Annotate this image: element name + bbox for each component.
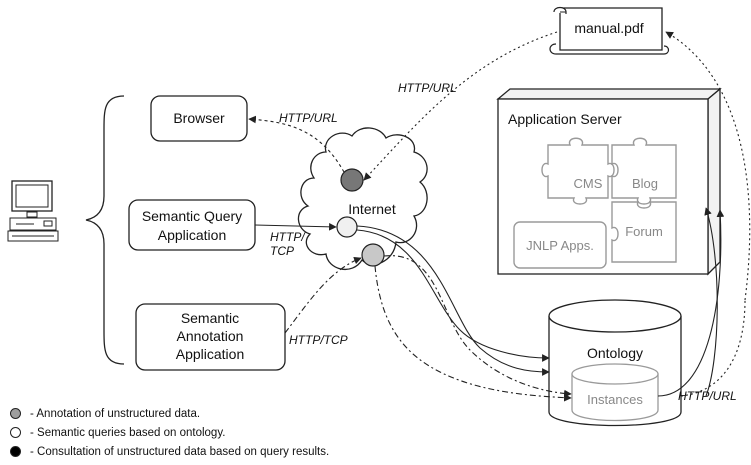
internet-cloud bbox=[297, 127, 428, 271]
internet-label: Internet bbox=[348, 201, 396, 217]
manual-pdf-node bbox=[549, 6, 670, 55]
annotation-dot bbox=[361, 243, 385, 267]
semantic-annotation-label-1: Semantic bbox=[181, 310, 239, 326]
semantic-query-label-1: Semantic Query bbox=[142, 208, 242, 224]
semantic-annotation-label-2: Annotation bbox=[177, 328, 244, 344]
jnlp-label: JNLP Apps. bbox=[526, 238, 594, 253]
connections bbox=[248, 31, 751, 402]
annotation-dot-icon bbox=[10, 408, 21, 419]
semantic-annotation-label-3: Application bbox=[176, 346, 245, 362]
legend-item-query: - Semantic queries based on ontology. bbox=[10, 423, 329, 442]
consultation-dot-icon bbox=[10, 446, 21, 457]
legend-item-consultation: - Consultation of unstructured data base… bbox=[10, 442, 329, 461]
legend-text-query: - Semantic queries based on ontology. bbox=[30, 426, 226, 439]
edge-label-manual: HTTP/URL bbox=[398, 81, 457, 95]
edge-label-ontology: HTTP/URL bbox=[678, 389, 737, 403]
browser-node bbox=[150, 95, 248, 142]
manual-pdf-label: manual.pdf bbox=[574, 20, 643, 36]
instances-node bbox=[571, 363, 659, 422]
ontology-server-connection-2 bbox=[704, 207, 718, 397]
ontology-right-connection bbox=[680, 299, 746, 397]
edge-label-query-1: HTTP/ bbox=[270, 230, 306, 244]
query-ontology-connection bbox=[356, 229, 550, 362]
annotation-ontology-connection bbox=[383, 255, 572, 398]
query-ontology-connection-2 bbox=[356, 225, 550, 376]
ontology-label: Ontology bbox=[587, 345, 643, 361]
legend-text-annotation: - Annotation of unstructured data. bbox=[30, 407, 201, 420]
manual-connection bbox=[363, 31, 558, 181]
legend-item-annotation: - Annotation of unstructured data. bbox=[10, 404, 329, 423]
edge-label-browser: HTTP/URL bbox=[279, 111, 338, 125]
query-dot bbox=[336, 216, 358, 238]
application-server-label: Application Server bbox=[508, 111, 622, 127]
cms-label: CMS bbox=[574, 176, 603, 191]
semantic-query-label-2: Application bbox=[158, 227, 227, 243]
blog-label: Blog bbox=[632, 176, 658, 191]
legend-text-consultation: - Consultation of unstructured data base… bbox=[30, 445, 330, 458]
consultation-dot bbox=[340, 168, 364, 192]
query-connection bbox=[254, 222, 337, 231]
annotation-ontology-connection-2 bbox=[374, 265, 572, 402]
computer-icon bbox=[7, 180, 59, 242]
query-dot-icon bbox=[10, 427, 21, 438]
semantic-annotation-node bbox=[135, 303, 286, 371]
instances-label: Instances bbox=[587, 392, 643, 407]
legend: - Annotation of unstructured data. - Sem… bbox=[10, 404, 329, 461]
browser-label: Browser bbox=[173, 110, 225, 126]
component-puzzle bbox=[513, 137, 677, 269]
edge-label-query-2: TCP bbox=[270, 244, 294, 258]
edge-label-annotation: HTTP/TCP bbox=[289, 333, 348, 347]
forum-label: Forum bbox=[625, 224, 663, 239]
ontology-server-connection bbox=[657, 209, 725, 397]
browser-connection bbox=[248, 115, 345, 173]
annotation-connection bbox=[284, 256, 362, 334]
client-brace bbox=[85, 95, 125, 365]
